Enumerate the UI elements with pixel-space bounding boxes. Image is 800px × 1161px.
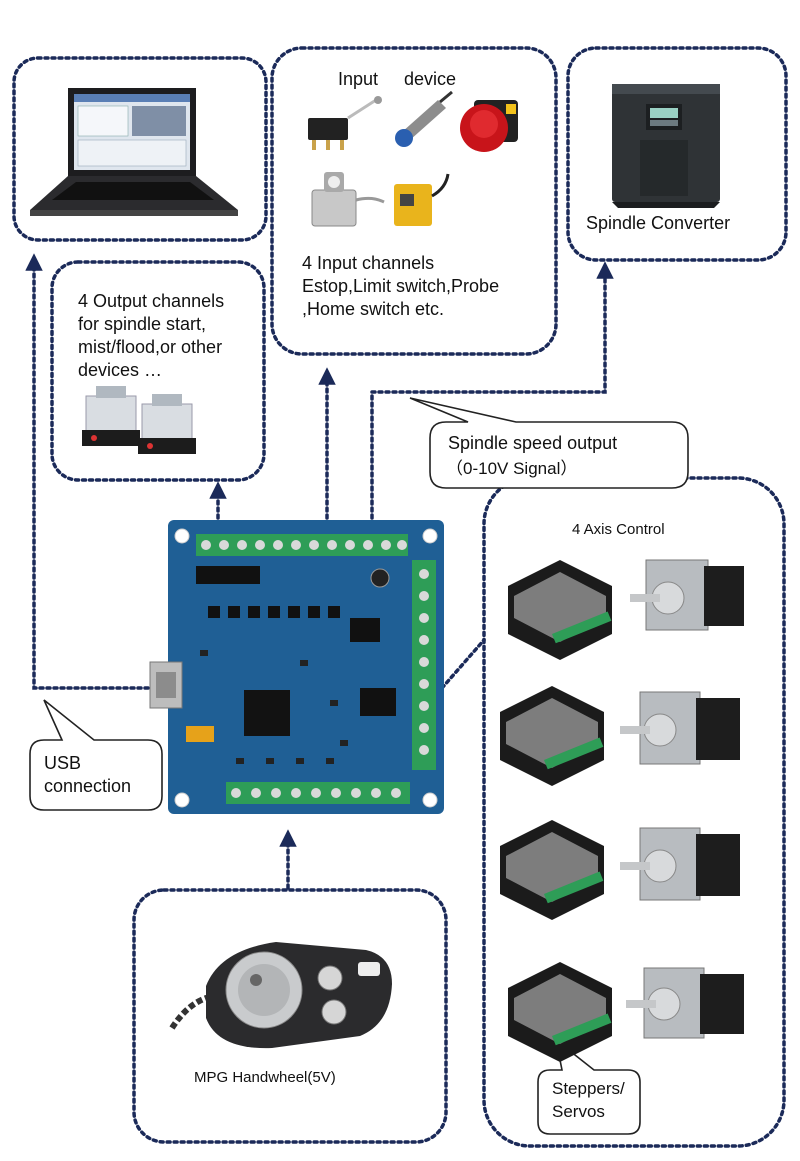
- estop-button-icon: [460, 100, 518, 152]
- stepper-row-2: [500, 686, 740, 786]
- inductive-sensor-icon: [394, 173, 450, 226]
- spindle-speed-callout: [409, 397, 689, 489]
- controller-board-icon: [149, 520, 444, 814]
- spindle-speed-line1: Spindle speed output: [448, 433, 618, 453]
- usb-line1: USB: [44, 753, 82, 773]
- output-channels-region: [50, 260, 266, 482]
- stepper-motor-icon: [626, 967, 744, 1039]
- probe-icon: [311, 172, 385, 227]
- stepper-driver-icon: [508, 560, 612, 660]
- output-channels-line1: 4 Output channels: [78, 291, 225, 311]
- relay-icon: [82, 386, 196, 454]
- micro-switch-icon: [308, 96, 382, 150]
- spindle-converter-label: Spindle Converter: [586, 213, 731, 233]
- proximity-sensor-icon: [395, 90, 453, 147]
- axis-control-label: 4 Axis Control: [572, 521, 665, 538]
- axis-connector: [440, 638, 486, 690]
- input-channels-line2: Estop,Limit switch,Probe: [302, 276, 500, 296]
- steppers-line2: Servos: [552, 1102, 605, 1121]
- mpg-region: [132, 888, 448, 1144]
- stepper-motor-icon: [630, 559, 744, 631]
- input-device-heading-word1: Input: [338, 69, 379, 89]
- laptop-region: [12, 56, 268, 242]
- input-channels-line1: 4 Input channels: [302, 253, 435, 273]
- input-channels-line3: ,Home switch etc.: [302, 299, 445, 319]
- handwheel-icon: [169, 942, 392, 1049]
- stepper-motor-icon: [620, 691, 740, 765]
- spindle-speed-line2: （0-10V Signal）: [446, 459, 578, 478]
- vfd-icon: [612, 84, 720, 208]
- stepper-driver-icon: [500, 820, 604, 920]
- spindle-converter-region: [566, 46, 788, 262]
- steppers-callout: [537, 1038, 641, 1135]
- stepper-row-3: [500, 820, 740, 920]
- stepper-driver-icon: [508, 962, 612, 1062]
- stepper-row-1: [508, 559, 744, 660]
- usb-callout: [29, 699, 163, 811]
- steppers-line1: Steppers/: [552, 1079, 625, 1098]
- input-device-region: [270, 46, 558, 356]
- output-channels-line3: mist/flood,or other: [78, 337, 223, 357]
- stepper-driver-icon: [500, 686, 604, 786]
- laptop-icon: [30, 88, 238, 216]
- spindle-connector: [370, 261, 614, 520]
- usb-line2: connection: [44, 776, 132, 796]
- usb-connector: [25, 253, 150, 690]
- mpg-label: MPG Handwheel(5V): [194, 1069, 336, 1086]
- stepper-motor-icon: [620, 827, 740, 901]
- output-channels-line4: devices …: [78, 360, 163, 380]
- output-channels-line2: for spindle start,: [78, 314, 207, 334]
- input-device-heading-word2: device: [404, 69, 457, 89]
- stepper-row-4: [508, 962, 744, 1062]
